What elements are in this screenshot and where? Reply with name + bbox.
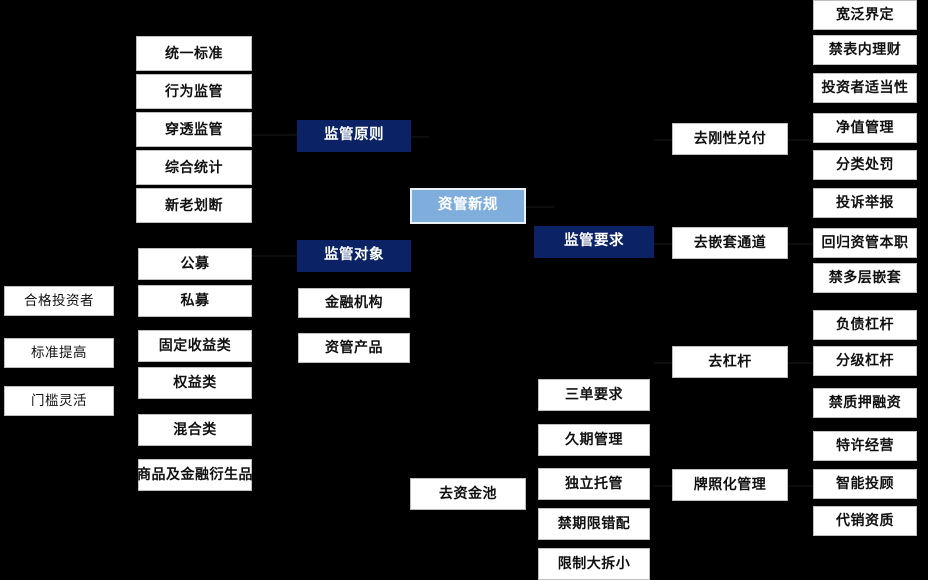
leaf-node[interactable]: 标准提高: [4, 338, 114, 368]
leaf-node[interactable]: 代销资质: [813, 506, 917, 536]
leaf-node[interactable]: 行为监管: [136, 74, 252, 109]
leaf-node[interactable]: 统一标准: [136, 36, 252, 71]
leaf-node[interactable]: 权益类: [138, 367, 252, 399]
leaf-node[interactable]: 商品及金融衍生品: [137, 459, 253, 491]
leaf-node[interactable]: 宽泛界定: [813, 0, 917, 30]
leaf-node[interactable]: 穿透监管: [136, 112, 252, 147]
root-node-asset-management-rules[interactable]: 资管新规: [410, 188, 526, 224]
leaf-node[interactable]: 投诉举报: [813, 188, 917, 218]
leaf-node[interactable]: 固定收益类: [138, 330, 252, 362]
leaf-node[interactable]: 分类处罚: [813, 150, 917, 180]
branch-header-supervision-requirements[interactable]: 监管要求: [534, 226, 654, 258]
connector-line: [788, 243, 813, 245]
leaf-node[interactable]: 净值管理: [813, 113, 917, 143]
leaf-node[interactable]: 私募: [138, 285, 252, 317]
leaf-node[interactable]: 禁质押融资: [813, 388, 917, 418]
connector-line: [252, 255, 298, 257]
connector-line: [788, 485, 813, 487]
leaf-node[interactable]: 金融机构: [298, 288, 410, 318]
connector-line: [788, 139, 813, 141]
leaf-node[interactable]: 公募: [138, 248, 252, 280]
leaf-node[interactable]: 投资者适当性: [813, 73, 917, 103]
leaf-node[interactable]: 门槛灵活: [4, 386, 114, 416]
leaf-node[interactable]: 分级杠杆: [813, 346, 917, 376]
leaf-node[interactable]: 三单要求: [538, 379, 650, 411]
leaf-node[interactable]: 特许经营: [813, 431, 917, 461]
leaf-node[interactable]: 限制大拆小: [538, 548, 650, 580]
leaf-node[interactable]: 禁期限错配: [538, 508, 650, 540]
connector-line: [252, 134, 298, 136]
connector-line: [411, 136, 429, 138]
connector-line: [654, 243, 672, 245]
leaf-node[interactable]: 合格投资者: [4, 286, 114, 316]
leaf-node[interactable]: 智能投顾: [813, 469, 917, 499]
leaf-node[interactable]: 禁表内理财: [813, 35, 917, 65]
leaf-node[interactable]: 独立托管: [538, 468, 650, 500]
branch-header-supervision-objects[interactable]: 监管对象: [297, 240, 411, 272]
leaf-node[interactable]: 禁多层嵌套: [813, 263, 917, 293]
mid-node-de-leverage[interactable]: 去杠杆: [672, 346, 788, 378]
mid-node-license-management[interactable]: 牌照化管理: [672, 469, 788, 501]
leaf-node[interactable]: 负债杠杆: [813, 310, 917, 340]
connector-line: [654, 485, 672, 487]
connector-line: [788, 362, 813, 364]
mid-node-de-rigid-payment[interactable]: 去刚性兑付: [672, 123, 788, 155]
connector-line: [654, 362, 672, 364]
connector-line: [654, 139, 672, 141]
leaf-node[interactable]: 资管产品: [298, 333, 410, 363]
mid-node-de-nesting-channel[interactable]: 去嵌套通道: [672, 227, 788, 259]
leaf-node[interactable]: 新老划断: [136, 188, 252, 223]
leaf-node[interactable]: 综合统计: [136, 150, 252, 185]
mid-node-de-capital-pool[interactable]: 去资金池: [410, 478, 526, 510]
leaf-node[interactable]: 久期管理: [538, 424, 650, 456]
leaf-node[interactable]: 混合类: [138, 414, 252, 446]
branch-header-supervision-principles[interactable]: 监管原则: [297, 120, 411, 152]
connector-line: [526, 206, 554, 208]
leaf-node[interactable]: 回归资管本职: [813, 228, 917, 258]
